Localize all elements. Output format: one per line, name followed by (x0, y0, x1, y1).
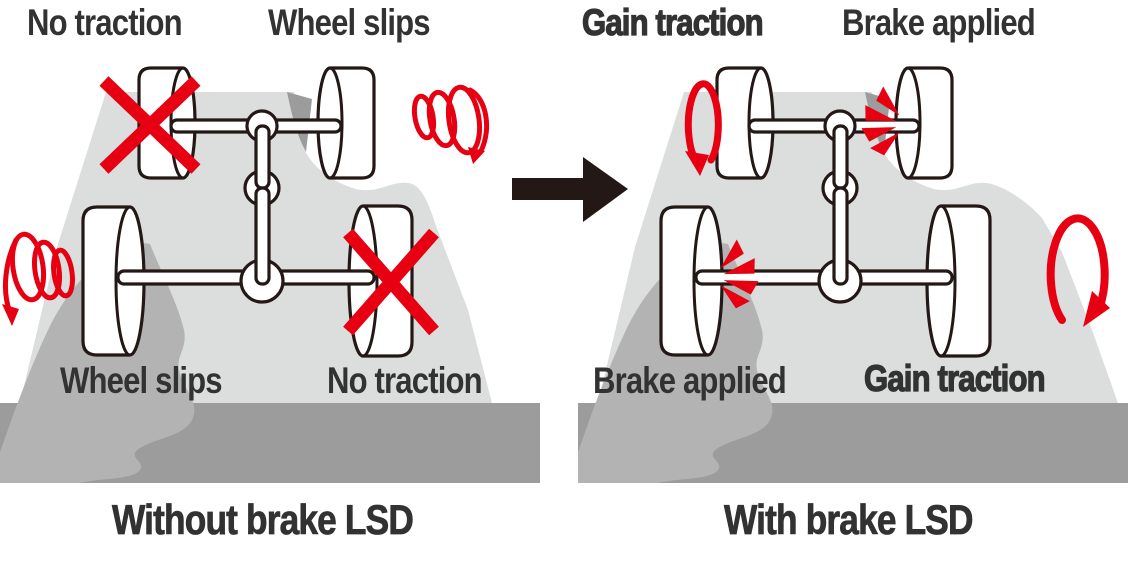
label-no-traction-front-left: No traction (27, 2, 183, 43)
spiral-spin-arrow-icon (2, 231, 75, 326)
caption-with-brake-lsd: With brake LSD (724, 496, 974, 543)
label-brake-applied-rear-left: Brake applied (593, 360, 787, 401)
label-gain-traction-rear-right: Gain traction (863, 358, 1046, 399)
rotation-arrow-icon (1046, 214, 1110, 327)
label-wheel-slips-rear-left: Wheel slips (60, 360, 223, 401)
right-panel-scene (578, 66, 1128, 483)
rotation-arrow-icon (684, 80, 722, 176)
left-panel-scene (0, 66, 540, 483)
red-cross-icon (343, 228, 439, 336)
spiral-spin-arrow-icon (411, 84, 490, 164)
label-gain-traction-front-left: Gain traction (581, 2, 764, 43)
right-arrow-icon (512, 157, 628, 222)
red-cross-icon (99, 76, 201, 174)
caption-without-brake-lsd: Without brake LSD (112, 496, 414, 543)
label-wheel-slips-front-right: Wheel slips (268, 2, 431, 43)
label-no-traction-rear-right: No traction (327, 360, 483, 401)
label-brake-applied-front-right: Brake applied (842, 2, 1036, 43)
